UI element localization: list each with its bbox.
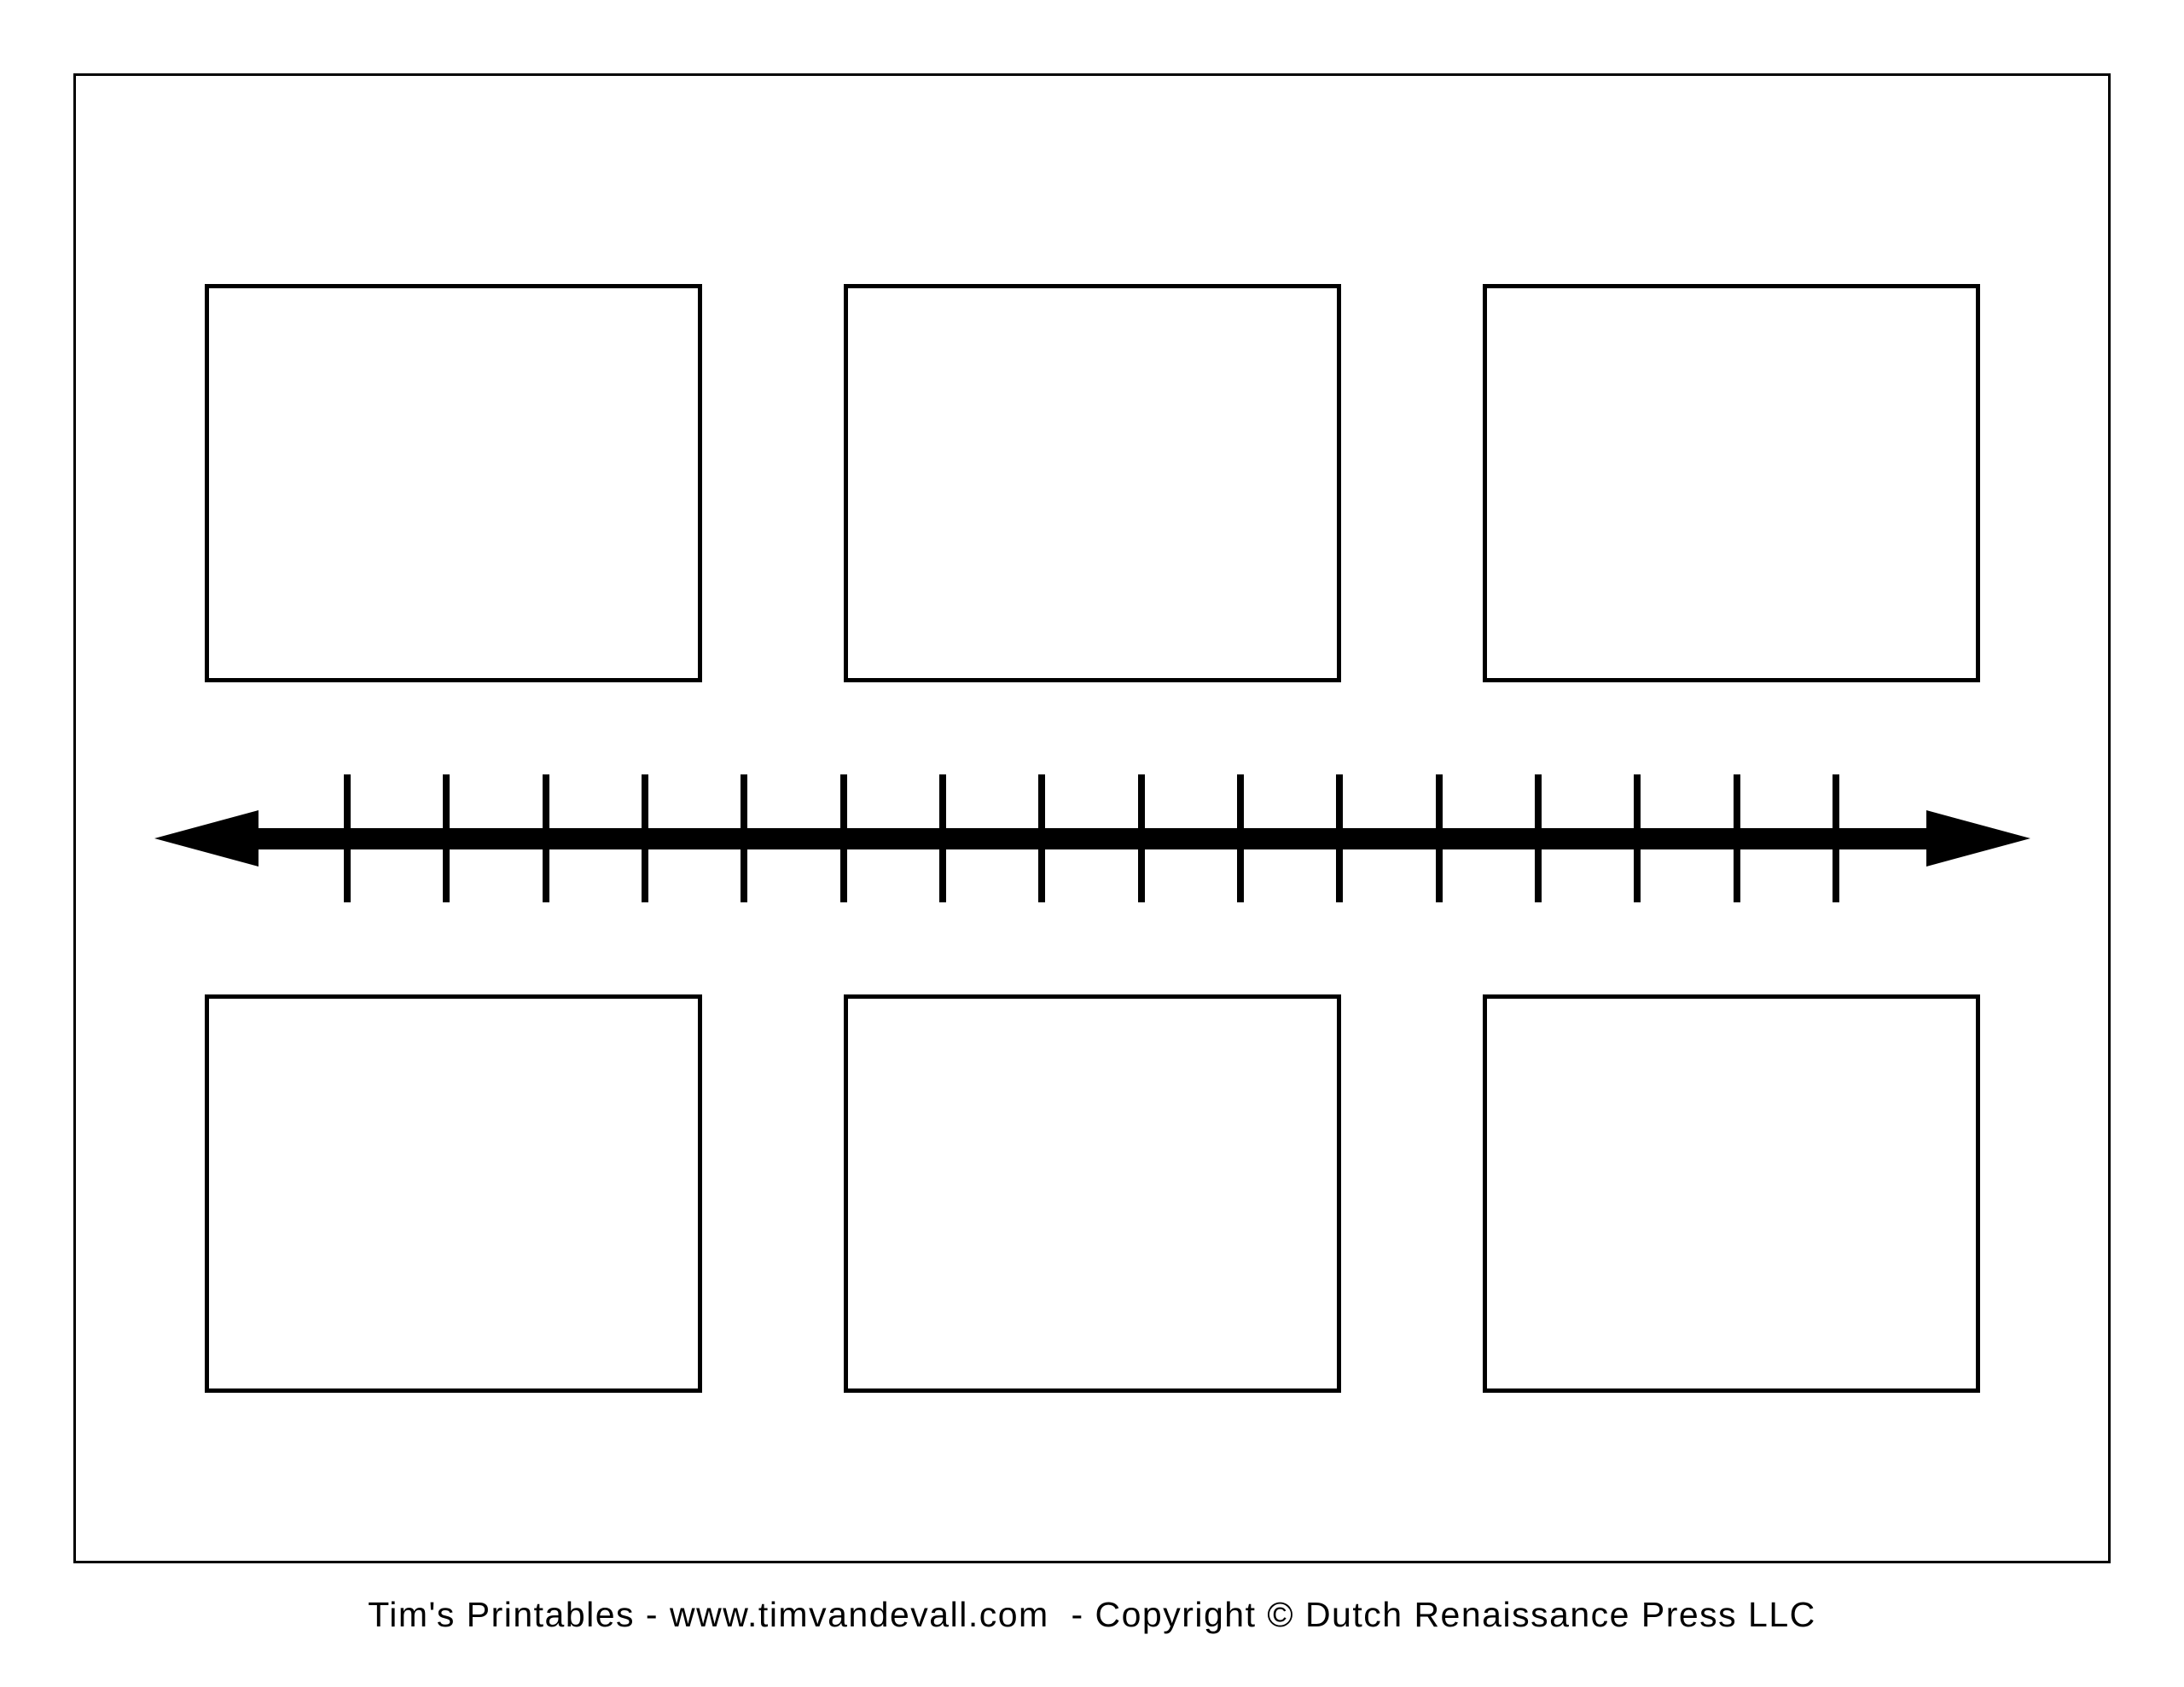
- tick-mark: [1038, 774, 1046, 902]
- timeline-arrow-left-head: [154, 810, 258, 867]
- tick-mark: [1832, 774, 1839, 902]
- timeline-arrow-right-head: [1926, 810, 2030, 867]
- tick-mark: [1733, 774, 1740, 902]
- tick-mark: [542, 774, 549, 902]
- tick-mark: [839, 774, 847, 902]
- tick-mark: [741, 774, 748, 902]
- tick-mark: [938, 774, 946, 902]
- tick-mark: [1634, 774, 1641, 902]
- tick-mark: [1435, 774, 1443, 902]
- event-box-top-1: [205, 284, 702, 682]
- event-box-bottom-2: [844, 994, 1341, 1393]
- timeline-arrow: [154, 774, 2030, 902]
- timeline-arrow-shaft: [258, 828, 1926, 849]
- timeline-ticks: [344, 774, 1839, 902]
- top-box-row: [205, 284, 1980, 682]
- event-box-bottom-1: [205, 994, 702, 1393]
- tick-mark: [443, 774, 450, 902]
- tick-mark: [1336, 774, 1344, 902]
- event-box-bottom-3: [1483, 994, 1980, 1393]
- event-box-top-2: [844, 284, 1341, 682]
- tick-mark: [1236, 774, 1244, 902]
- tick-mark: [1137, 774, 1145, 902]
- tick-mark: [641, 774, 648, 902]
- footer-credit: Tim's Printables - www.timvandevall.com …: [368, 1595, 1816, 1634]
- tick-mark: [344, 774, 351, 902]
- event-box-top-3: [1483, 284, 1980, 682]
- tick-mark: [1534, 774, 1542, 902]
- bottom-box-row: [205, 994, 1980, 1393]
